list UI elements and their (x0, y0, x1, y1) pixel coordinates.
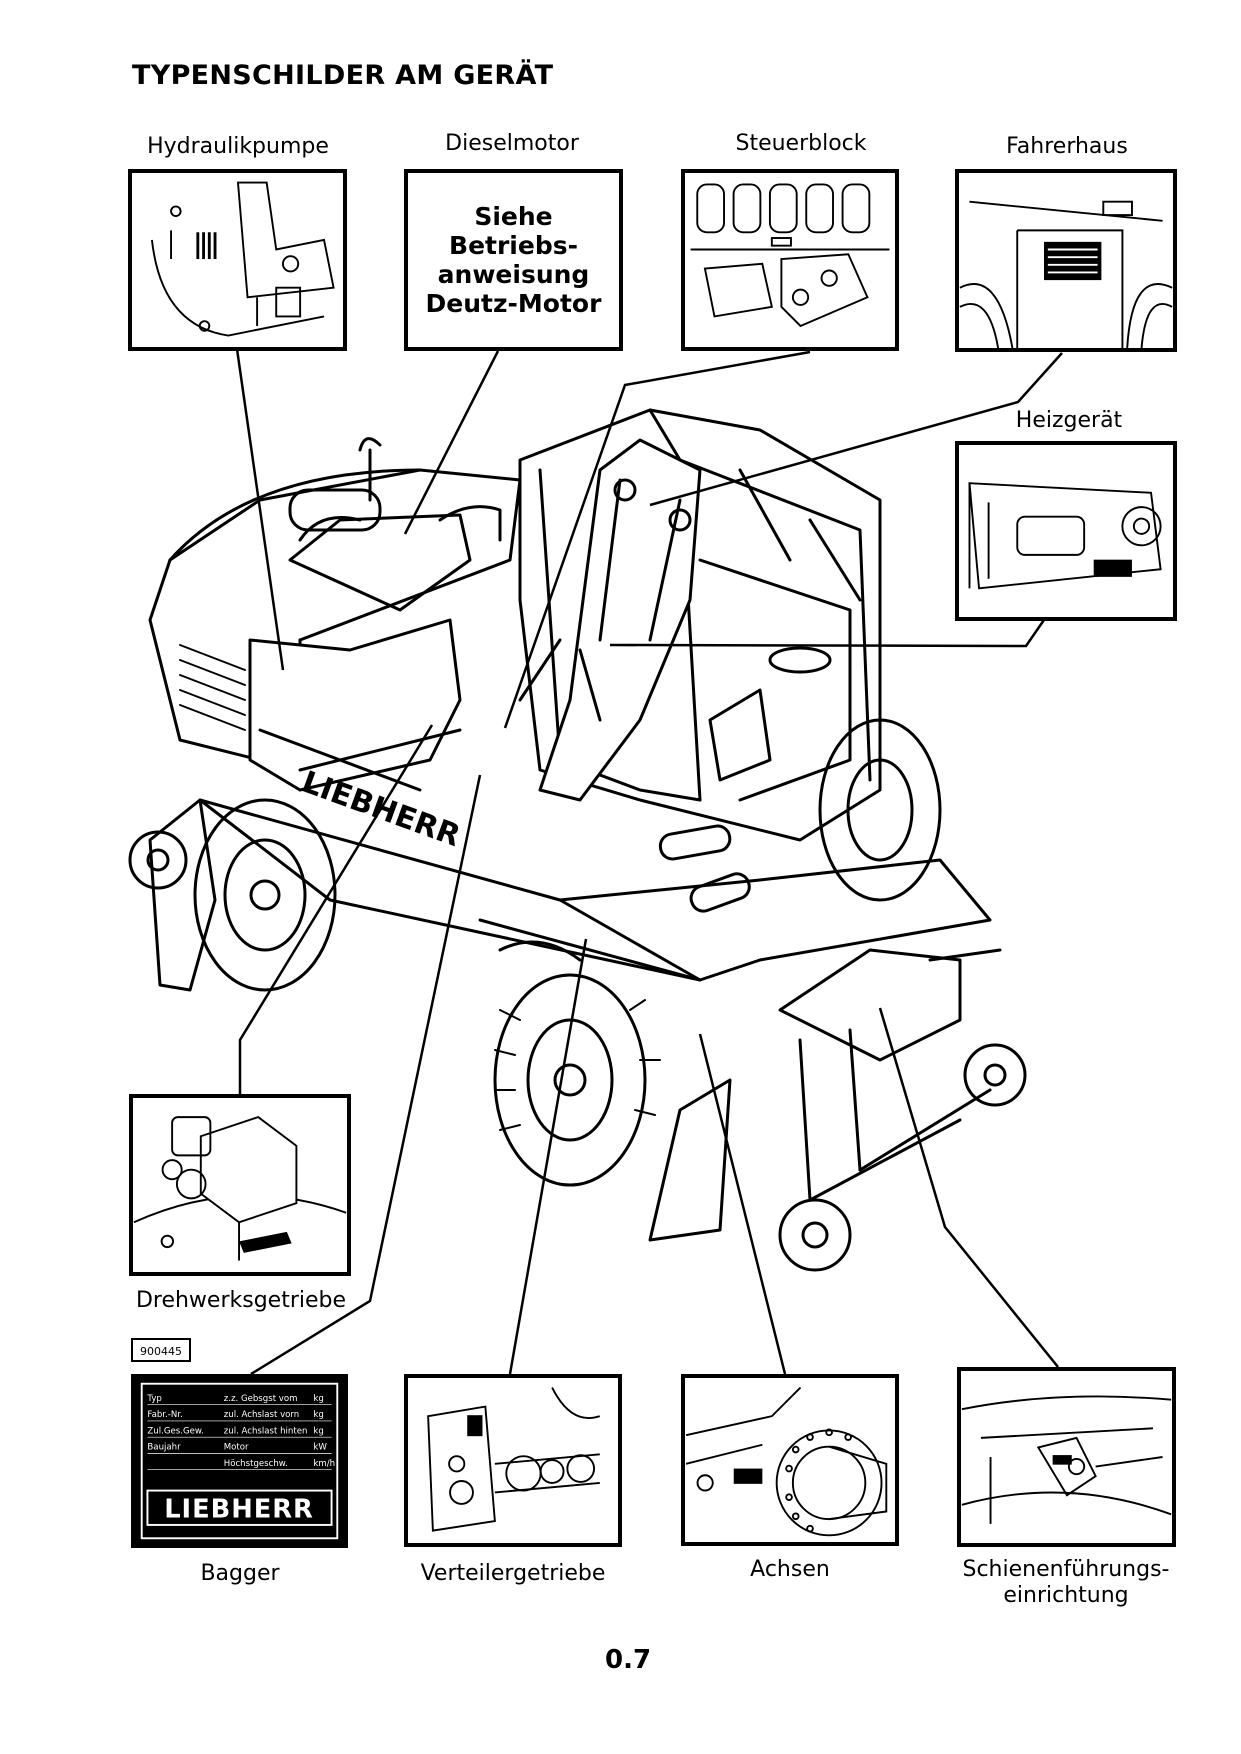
schienenfuehrung-detail-drawing (961, 1395, 1172, 1524)
page-title: TYPENSCHILDER AM GERÄT (132, 60, 554, 91)
nameplate-field: Typ (146, 1394, 161, 1404)
nameplate-field: zul. Achslast hinten (224, 1426, 308, 1436)
fahrerhaus-detail-drawing (959, 200, 1173, 348)
nameplate-field: z.z. Gebsgst vom (224, 1394, 298, 1404)
notice-line: Deutz-Motor (425, 289, 602, 318)
nameplate-field: Fabr.-Nr. (147, 1410, 182, 1420)
label-steuerblock: Steuerblock (735, 131, 867, 156)
hydraulikpumpe-detail-drawing (150, 181, 335, 337)
notice-line: anweisung (437, 260, 590, 289)
panel-hydraulikpumpe (128, 169, 347, 351)
label-heizgeraet: Heizgerät (1015, 408, 1123, 433)
verteilergetriebe-detail-drawing (427, 1387, 601, 1532)
nameplate-field: kg (313, 1394, 323, 1404)
panel-schienenfuehrung (957, 1367, 1176, 1547)
label-schienen-line-2: einrichtung (1003, 1583, 1129, 1608)
panel-verteilergetriebe (404, 1374, 622, 1547)
reference-number: 900445 (131, 1338, 191, 1362)
label-hydraulikpumpe: Hydraulikpumpe (147, 134, 329, 159)
notice-line: Siehe (474, 202, 553, 231)
label-achsen: Achsen (750, 1557, 830, 1582)
panel-drehwerksgetriebe (129, 1094, 351, 1276)
panel-steuerblock (681, 169, 899, 351)
steuerblock-detail-drawing (690, 183, 890, 328)
nameplate-field: Baujahr (147, 1443, 181, 1453)
heizgeraet-detail-drawing (968, 482, 1162, 590)
nameplate-field: km/h (313, 1459, 335, 1469)
panel-fahrerhaus (955, 169, 1177, 352)
nameplate-field: zul. Achslast vorn (224, 1410, 299, 1420)
label-schienen-line-1: Schienenführungs- (962, 1557, 1170, 1582)
page-number: 0.7 (605, 1645, 652, 1675)
label-bagger: Bagger (200, 1561, 280, 1586)
dieselmotor-notice: Siehe Betriebs- anweisung Deutz-Motor (408, 173, 619, 347)
nameplate-field: kW (313, 1443, 327, 1453)
label-dieselmotor: Dieselmotor (445, 131, 579, 156)
panel-heizgeraet (955, 441, 1177, 621)
notice-line: Betriebs- (449, 231, 578, 260)
label-fahrerhaus: Fahrerhaus (1006, 134, 1128, 159)
nameplate-field: Höchstgeschw. (224, 1459, 288, 1469)
nameplate-field: kg (313, 1426, 323, 1436)
panel-dieselmotor: Siehe Betriebs- anweisung Deutz-Motor (404, 169, 623, 351)
nameplate-field: kg (313, 1410, 323, 1420)
nameplate-field: Motor (224, 1443, 249, 1453)
label-drehwerksgetriebe: Drehwerksgetriebe (135, 1288, 347, 1313)
nameplate-field: Zul.Ges.Gew. (147, 1426, 203, 1436)
nameplate-logo: LIEBHERR (164, 1494, 314, 1524)
achsen-detail-drawing (685, 1386, 888, 1537)
panel-achsen (681, 1374, 899, 1546)
label-verteilergetriebe: Verteilergetriebe (420, 1561, 606, 1586)
drehwerksgetriebe-detail-drawing (133, 1116, 347, 1261)
label-schienenfuehrung: Schienenführungs- einrichtung (948, 1557, 1184, 1609)
